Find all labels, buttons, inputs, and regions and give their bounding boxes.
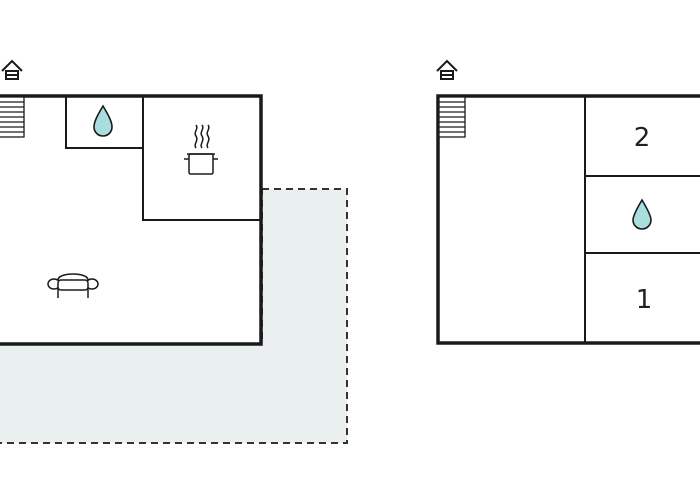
floor-plan-right: 2 1 xyxy=(436,59,700,345)
stairs-icon xyxy=(0,96,25,138)
floor-plan-left xyxy=(0,59,348,444)
water-drop-icon xyxy=(93,104,113,137)
kitchen-wall xyxy=(142,95,262,221)
water-drop-icon xyxy=(632,198,652,230)
house-entrance-icon xyxy=(1,59,23,80)
cooking-pot-icon xyxy=(184,124,218,175)
room-label-1: 1 xyxy=(636,285,653,315)
house-entrance-icon xyxy=(436,59,458,80)
stairs-icon xyxy=(438,96,466,138)
outer-wall-right xyxy=(436,94,700,345)
room-label-2: 2 xyxy=(634,123,651,153)
sofa-icon xyxy=(47,273,99,298)
